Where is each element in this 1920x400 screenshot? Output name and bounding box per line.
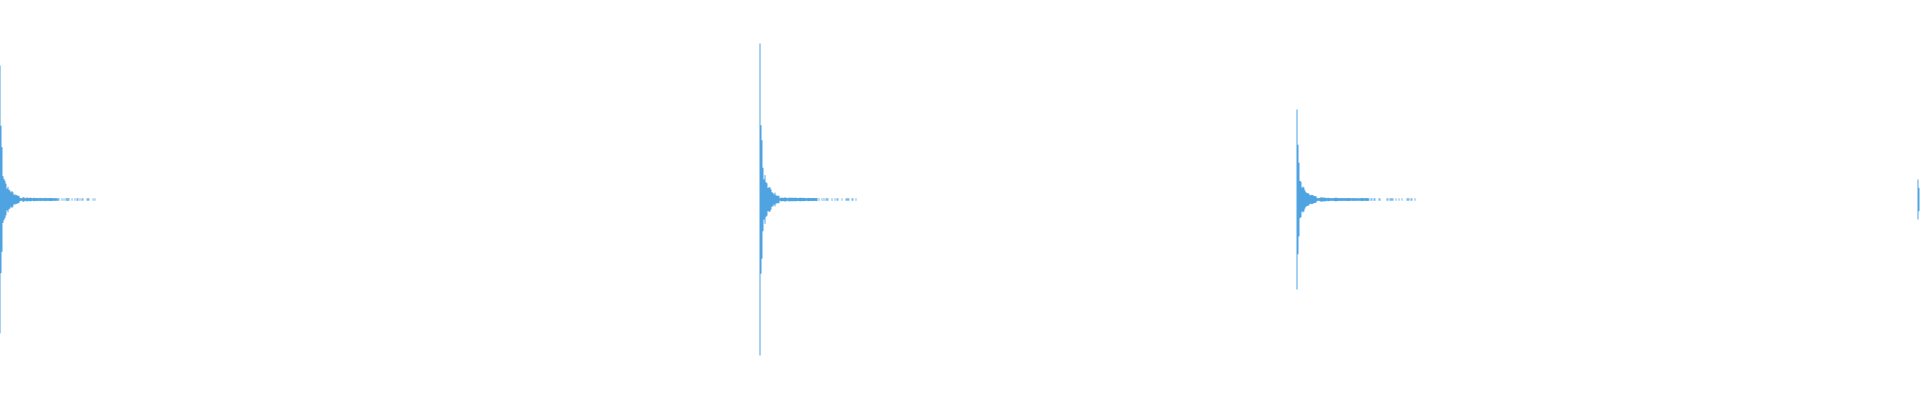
waveform-bars bbox=[0, 43, 1920, 356]
